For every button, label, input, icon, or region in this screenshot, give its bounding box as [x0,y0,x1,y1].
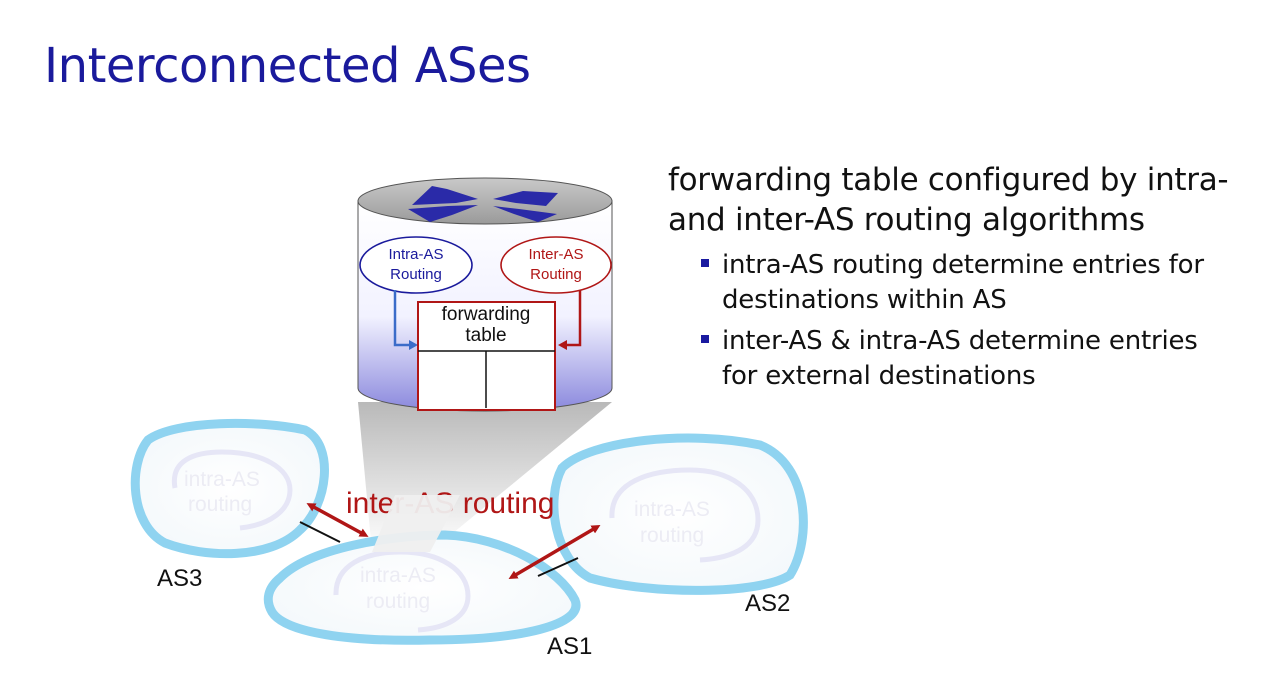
inter-as-label-2: Routing [530,266,582,283]
bullet-list: forwarding table configured by intra- an… [668,160,1278,394]
intra-as-label-1: Intra-AS [388,246,443,263]
forwarding-table-label-2: table [465,325,506,346]
bullet-main-line2: and inter-AS routing algorithms [668,202,1145,238]
bullet-square-icon [701,335,709,343]
intra-arrow-head [409,340,418,350]
as1-inner-text-2: routing [366,590,430,613]
inter-as-routing-ellipse [500,236,612,294]
as2-label: AS2 [745,590,790,617]
link-as3-as1 [299,521,341,543]
as3-inner-text: intra-AS [184,468,260,491]
as2-inner-text-2: routing [640,524,704,547]
intra-as-routing-ellipse [359,236,473,294]
slide-title: Interconnected ASes [44,38,531,94]
as3-inner-text-2: routing [188,493,252,516]
bullet-item-line1: intra-AS routing determine entries for [722,250,1204,280]
intra-to-table-arrow [393,290,410,347]
zoom-beam-overlay [372,495,460,552]
as2-cloud: intra-AS routing [549,433,808,595]
bullet-main: forwarding table configured by intra- an… [668,160,1278,240]
forwarding-table: forwarding table [417,301,556,411]
inter-arrow-head [558,340,567,350]
as3-label: AS3 [157,565,202,592]
inter-arrow-as2 [508,524,601,580]
bullet-item: intra-AS routing determine entries for d… [668,248,1278,318]
intra-as-label-2: Routing [390,266,442,283]
inter-to-table-arrow [566,290,582,347]
inter-arrow-as3 [306,503,369,537]
as3-cloud: intra-AS routing [130,418,329,559]
bullet-main-line1: forwarding table configured by intra- [668,162,1229,198]
as1-inner-text: intra-AS [360,564,436,587]
bullet-item-line2: for external destinations [722,361,1036,391]
forwarding-table-label-1: forwarding [442,304,531,325]
bullet-item-line1: inter-AS & intra-AS determine entries [722,326,1198,356]
as2-inner-text: intra-AS [634,498,710,521]
bullet-square-icon [701,259,709,267]
as1-label: AS1 [547,633,592,660]
bullet-item-line2: destinations within AS [722,285,1007,315]
inter-as-label-1: Inter-AS [528,246,583,263]
bullet-item: inter-AS & intra-AS determine entries fo… [668,324,1278,394]
router-x-icon [408,186,558,222]
